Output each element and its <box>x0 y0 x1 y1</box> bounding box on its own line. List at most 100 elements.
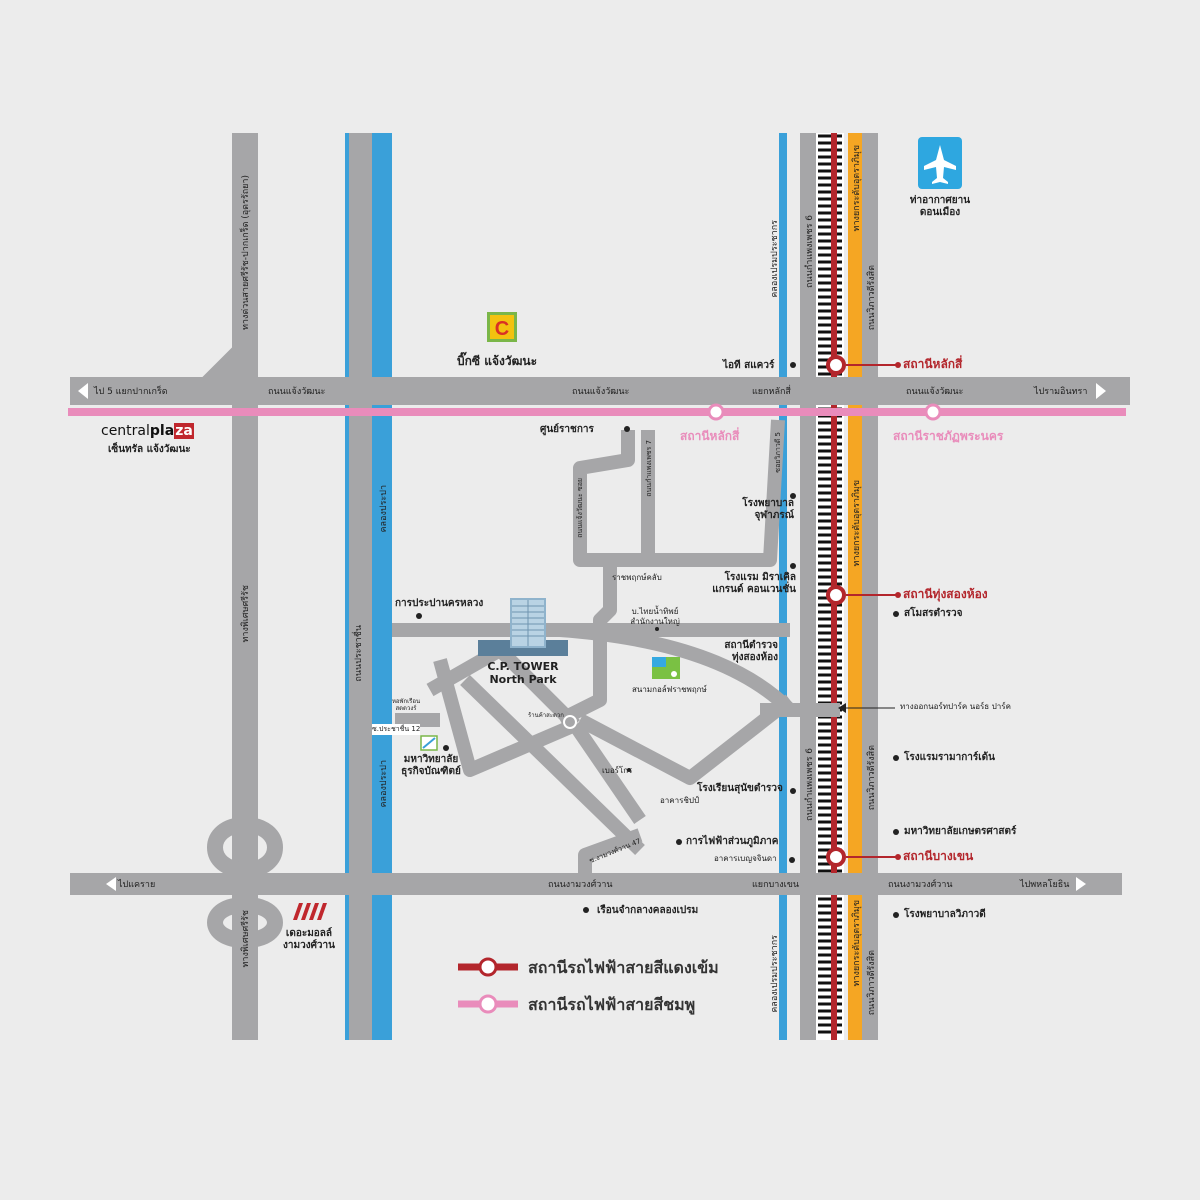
red-station-thung-song-hong[interactable] <box>826 585 901 605</box>
police-school-label: โรงเรียนสุนัขตำรวจ <box>697 783 783 794</box>
dhurakij-line-2: ธุรกิจบัณฑิตย์ <box>401 766 461 777</box>
ratchaphruek-club-label: ราชพฤกษ์คลับ <box>612 573 662 582</box>
miracle-label: โรงแรม มิราเคิล แกรนด์ คอนเวนชั่น <box>690 572 796 596</box>
police-bldg-label: อาคารชิปป์ <box>660 796 700 805</box>
canal-khlong-prapa-thin <box>345 133 349 1040</box>
airport-line-1: ท่าอากาศยาน <box>909 195 971 206</box>
arrow-west-north[interactable] <box>78 383 88 399</box>
dorm-line-1: หอพักเรือน <box>391 698 421 705</box>
rama-garden-dot <box>893 755 899 761</box>
interchange-loops <box>207 817 283 948</box>
bigc-label: บิ๊กซี แจ้งวัฒนะ <box>457 354 538 368</box>
golf-icon <box>652 657 680 679</box>
police-school-dot <box>790 788 796 794</box>
the-mall-line-2: งามวงศ์วาน <box>282 940 335 951</box>
label-prachachuen: ถนนประชาชื่น <box>354 625 364 682</box>
arrow-west-south[interactable] <box>106 877 116 891</box>
label-kamphaeng-bottom: ถนนกำแพงเพชร 6 <box>805 748 815 821</box>
label-east-south: ไปพหลโยธิน <box>1020 880 1070 890</box>
central-brand-c: za <box>174 423 194 439</box>
pink-station-lak-si[interactable] <box>707 403 725 421</box>
dhurakij-line-1: มหาวิทยาลัย <box>403 754 459 765</box>
label-west-north: ไป 5 แยกปากเกร็ด <box>94 387 168 397</box>
central-brand-b: pla <box>149 423 175 439</box>
red-station-bang-khen[interactable] <box>826 847 901 867</box>
road-vibhavadi <box>862 133 878 1040</box>
baramee-dot <box>627 768 631 772</box>
benchachinda-label: อาคารเบญจจินดา <box>714 854 777 863</box>
chulabhorn-dot <box>790 493 796 499</box>
station-label-thung-song-hong: สถานีทุ่งสองห้อง <box>903 587 988 601</box>
pink-station-rajabhat[interactable] <box>924 403 942 421</box>
cp-tower-building <box>478 598 568 656</box>
it-square-dot <box>790 362 796 368</box>
label-prem-top: คลองเปรมประชากร <box>770 220 780 298</box>
label-soi-wiphawadi: ซอยวิภาวดี 5 <box>774 432 782 473</box>
vibhavadi-hospital-dot <box>893 912 899 918</box>
legend-red-symbol <box>458 957 518 977</box>
the-mall-logo <box>293 903 327 920</box>
shop-marker-icon <box>563 715 577 729</box>
label-soi-inner-1: ถนนกำแพงเพชร 7 <box>645 440 653 497</box>
central-name: เซ็นทรัล แจ้งวัฒนะ <box>108 444 191 455</box>
legend-pink-symbol <box>458 994 518 1014</box>
police-station-label: สถานีตำรวจ ทุ่งสองห้อง <box>710 640 778 664</box>
label-vibhavadi-mid: ถนนวิภาวดีรังสิต <box>867 745 877 811</box>
chulabhorn-line-2: จุฬาภรณ์ <box>754 510 794 521</box>
miracle-line-2: แกรนด์ คอนเวนชั่น <box>712 584 796 595</box>
arrow-east-south[interactable] <box>1076 877 1086 891</box>
label-chaeng-e: ถนนแจ้งวัฒนะ <box>906 387 964 397</box>
thai-water-line-1: บ.ไทยน้ำทิพย์ <box>631 607 679 616</box>
kasetsart-dot <box>893 829 899 835</box>
airport-line-2: ดอนเมือง <box>919 207 961 218</box>
miracle-line-1: โรงแรม มิราเคิล <box>724 572 796 583</box>
samai-dot <box>893 611 899 617</box>
prem-prison-label: เรือนจำกลางคลองเปรม <box>597 905 699 916</box>
water-works-label: การประปานครหลวง <box>395 598 484 609</box>
legend-red-label: สถานีรถไฟฟ้าสายสีแดงเข้ม <box>528 958 719 977</box>
thai-water-dot <box>655 627 659 631</box>
label-ngam-e: ถนนงามวงศ์วาน <box>888 880 953 890</box>
label-west-south: ไปแคราย <box>118 880 156 890</box>
label-prapa-top: คลองประปา <box>379 485 389 533</box>
red-station-lak-si[interactable] <box>826 355 901 375</box>
north-park-exit-arrow <box>838 703 846 713</box>
samai-label: สโมสรตำรวจ <box>904 608 963 619</box>
miracle-dot <box>790 563 796 569</box>
baramee-label: เบอร์โกร <box>602 766 633 775</box>
chulabhorn-label: โรงพยาบาล จุฬาภรณ์ <box>700 498 794 522</box>
svg-text:C: C <box>495 318 509 340</box>
label-ngam-c: ถนนงามวงศ์วาน <box>548 880 613 890</box>
station-label-bang-khen: สถานีบางเขน <box>903 849 974 863</box>
thai-water-label: บ.ไทยน้ำทิพย์ สำนักงานใหญ่ <box>630 607 680 626</box>
police-station-line-2: ทุ่งสองห้อง <box>732 652 778 663</box>
arrow-east-north[interactable] <box>1096 383 1106 399</box>
label-bang-khen-junction: แยกบางเขน <box>752 880 800 890</box>
station-label-rajabhat: สถานีราชภัฏพระนคร <box>893 429 1004 443</box>
kasetsart-label: มหาวิทยาลัยเกษตรศาสตร์ <box>904 826 1017 837</box>
water-works-dot <box>416 613 422 619</box>
road-kamphaeng-6 <box>800 133 816 1040</box>
label-udon-bottom: ทางยกระดับอุตราภิมุข <box>852 900 862 987</box>
chulabhorn-line-1: โรงพยาบาล <box>742 498 794 509</box>
label-chaeng-c: ถนนแจ้งวัฒนะ <box>572 387 630 397</box>
road-ramp-nw <box>197 335 256 398</box>
label-vibhavadi-bottom: ถนนวิภาวดีรังสิต <box>867 950 877 1016</box>
tollway-udon <box>848 133 862 1040</box>
label-soi-prachachuen-12: ซ.ประชาชื่น 12 <box>372 724 421 735</box>
rail-ties <box>818 134 842 1034</box>
dorm-label: หอพักเรือน สดดวงร์ <box>386 698 426 712</box>
the-mall-label: เดอะมอลล์ งามวงศ์วาน <box>274 928 344 952</box>
pink-line-track <box>68 408 1126 416</box>
golf-label: สนามกอล์ฟราชพฤกษ์ <box>632 685 707 694</box>
label-soi-inner-2: ถนนแจ้งวัฒนะ ซอย <box>576 478 584 538</box>
internal-roads <box>392 419 840 878</box>
dorm-line-2: สดดวงร์ <box>395 705 417 713</box>
label-kamphaeng-top: ถนนกำแพงเพชร 6 <box>805 215 815 288</box>
label-east-north: ไปรามอินทรา <box>1034 387 1088 397</box>
label-lak-si-junction: แยกหลักสี่ <box>752 387 791 397</box>
egat-label: การไฟฟ้าส่วนภูมิภาค <box>686 836 779 847</box>
cp-tower-line-1: C.P. TOWER <box>487 660 559 673</box>
canal-khlong-prem <box>779 133 787 1040</box>
station-label-lak-si-pink: สถานีหลักสี่ <box>680 429 740 443</box>
